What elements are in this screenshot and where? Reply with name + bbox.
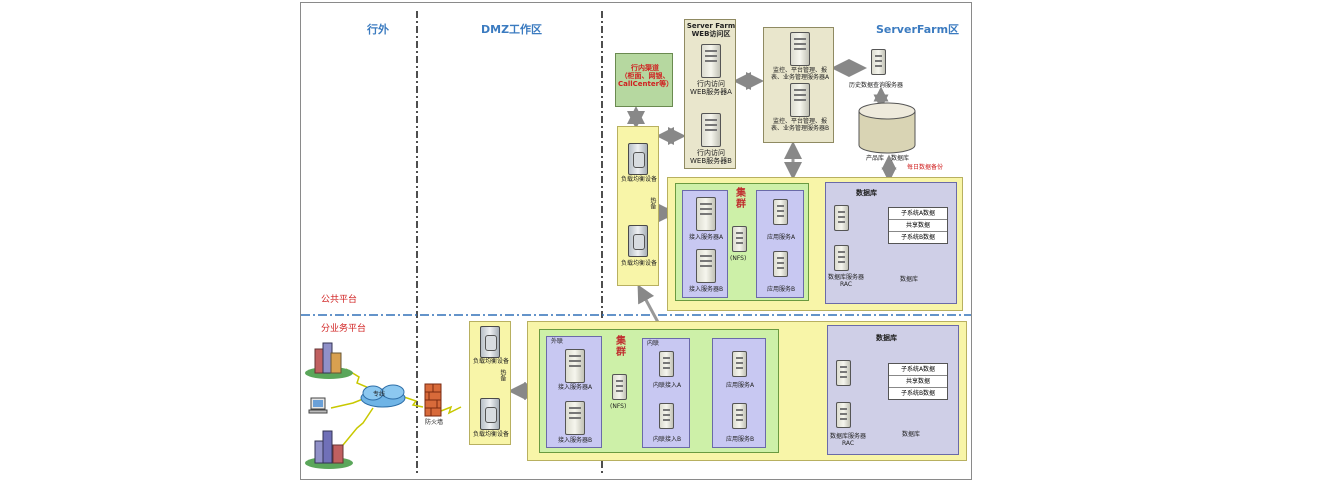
top-cluster: 集 群 接入服务器A 接入服务器B (NFS) 应用服务A 应用服务B bbox=[675, 183, 809, 301]
bottom-db-tables: 子系统A数据 共享数据 子系统B数据 bbox=[888, 363, 948, 400]
top-db-panel-title: 数据库 bbox=[856, 189, 877, 197]
web-server-a-icon bbox=[701, 44, 721, 78]
bottom-inner-b-label: 内联接入B bbox=[652, 436, 682, 443]
bottom-inner-b-icon bbox=[659, 403, 674, 429]
top-table-b: 子系统B数据 bbox=[900, 234, 936, 241]
mgmt-server-b-label: 监控、平台管理、报 表、业务管理服务器B bbox=[770, 118, 830, 132]
bottom-inner-a-label: 内联接入A bbox=[652, 382, 682, 389]
bottom-inner-a-icon bbox=[659, 351, 674, 377]
bottom-cluster: 集 群 外联 接入服务器A 接入服务器B (NFS) 内联 内联接入A 内联接入… bbox=[539, 329, 779, 453]
top-lb-1-icon bbox=[628, 143, 648, 175]
top-app-b-label: 应用服务B bbox=[766, 286, 796, 293]
zone-dmz-label: DMZ工作区 bbox=[481, 23, 543, 36]
top-access-b-icon bbox=[696, 249, 716, 283]
top-load-balancer-zone: 负载均衡设备 热备 负载均衡设备 bbox=[617, 126, 659, 286]
top-table-a: 子系统A数据 bbox=[889, 208, 947, 220]
top-app-b-icon bbox=[773, 251, 788, 277]
web-server-b-label: 行内访问 WEB服务器B bbox=[690, 149, 732, 166]
public-platform-label: 公共平台 bbox=[321, 295, 358, 305]
bottom-app-group: 应用服务A 应用服务B bbox=[712, 338, 766, 448]
mgmt-server-a-label: 监控、平台管理、报 表、业务管理服务器A bbox=[770, 67, 830, 81]
top-db-server-1-icon bbox=[834, 205, 849, 231]
mgmt-server-a-icon bbox=[790, 32, 810, 66]
product-db-label: 产品库 bbox=[866, 155, 885, 162]
management-zone: 监控、平台管理、报 表、业务管理服务器A 监控、平台管理、报 表、业务管理服务器… bbox=[763, 27, 834, 143]
internal-channel-box: 行内渠道 （柜面、网银、 CallCenter等） bbox=[615, 53, 673, 107]
top-hot-standby-label: 热备 bbox=[648, 197, 656, 209]
building-icon-bottom bbox=[305, 430, 353, 469]
top-lb-2-label: 负载均衡设备 bbox=[620, 260, 657, 267]
web-access-zone: Server Farm WEB访问区 行内访问 WEB服务器A 行内访问 WEB… bbox=[684, 19, 736, 169]
bottom-app-a-icon bbox=[732, 351, 747, 377]
top-lb-2-icon bbox=[628, 225, 648, 257]
bottom-access-a-label: 接入服务器A bbox=[557, 384, 593, 391]
bottom-cluster-label: 集 群 bbox=[616, 336, 626, 358]
history-server-icon bbox=[871, 49, 886, 75]
top-nfs-icon bbox=[732, 226, 747, 252]
bottom-db-caption: 数据库 bbox=[902, 431, 921, 438]
building-icon-top bbox=[305, 342, 353, 379]
top-app-a-label: 应用服务A bbox=[766, 234, 796, 241]
sub-platform-label: 分业务平台 bbox=[321, 324, 367, 334]
product-db-suffix: 数据库 bbox=[891, 155, 910, 162]
top-db-server-2-icon bbox=[834, 245, 849, 271]
bottom-db-rac-label: 数据库服务器 RAC bbox=[829, 433, 866, 447]
bottom-db-server-2-icon bbox=[836, 402, 851, 428]
top-access-group: 接入服务器A 接入服务器B bbox=[682, 190, 728, 298]
bottom-access-b-label: 接入服务器B bbox=[557, 437, 593, 444]
top-db-caption: 数据库 bbox=[900, 276, 919, 283]
bottom-lb-1-icon bbox=[480, 326, 500, 358]
top-app-group: 应用服务A 应用服务B bbox=[756, 190, 804, 298]
top-cluster-label: 集 群 bbox=[736, 188, 746, 210]
bottom-app-b-label: 应用服务B bbox=[725, 436, 755, 443]
top-lb-1-label: 负载均衡设备 bbox=[620, 176, 657, 183]
bottom-nfs-icon bbox=[612, 374, 627, 400]
bottom-nfs-label: (NFS) bbox=[610, 403, 627, 410]
bottom-access-group: 外联 接入服务器A 接入服务器B bbox=[546, 336, 602, 448]
bottom-load-balancer-zone: 负载均衡设备 热备 负载均衡设备 bbox=[469, 321, 511, 445]
zone-outside-label: 行外 bbox=[367, 23, 389, 36]
architecture-diagram: 行外 DMZ工作区 ServerFarm区 公共平台 分业务平台 行内渠道 （柜… bbox=[300, 2, 972, 480]
history-server-label: 历史数据查询服务器 bbox=[849, 82, 904, 89]
firewall-icon bbox=[424, 383, 442, 417]
bottom-db-panel-title: 数据库 bbox=[876, 334, 897, 342]
bottom-db-server-1-icon bbox=[836, 360, 851, 386]
bottom-inner-group: 内联 内联接入A 内联接入B bbox=[642, 338, 690, 448]
top-nfs-label: (NFS) bbox=[730, 255, 747, 262]
web-server-b-icon bbox=[701, 113, 721, 147]
web-server-a-label: 行内访问 WEB服务器A bbox=[690, 80, 732, 97]
top-access-b-label: 接入服务器B bbox=[688, 286, 724, 293]
top-db-tables: 子系统A数据 共享数据 子系统B数据 bbox=[888, 207, 948, 244]
mgmt-server-b-icon bbox=[790, 83, 810, 117]
zone-serverfarm-label: ServerFarm区 bbox=[876, 23, 960, 36]
outer-net-label: 外联 bbox=[551, 338, 564, 345]
bottom-access-b-icon bbox=[565, 401, 585, 435]
web-zone-title: Server Farm WEB访问区 bbox=[686, 22, 736, 39]
bottom-table-a: 子系统A数据 bbox=[889, 364, 947, 376]
top-access-a-icon bbox=[696, 197, 716, 231]
bottom-hot-standby-label: 热备 bbox=[498, 369, 506, 381]
product-db-cylinder bbox=[858, 102, 916, 154]
top-access-a-label: 接入服务器A bbox=[688, 234, 724, 241]
inner-net-label: 内联 bbox=[647, 340, 660, 347]
top-db-rac-label: 数据库服务器 RAC bbox=[827, 274, 864, 288]
bottom-table-b: 子系统B数据 bbox=[900, 390, 936, 397]
wan-label: 专线 bbox=[373, 391, 386, 398]
bottom-lb-1-label: 负载均衡设备 bbox=[472, 358, 509, 365]
internal-channel-label: 行内渠道 （柜面、网银、 CallCenter等） bbox=[618, 64, 674, 89]
bottom-table-shared: 共享数据 bbox=[889, 376, 947, 388]
bottom-app-b-icon bbox=[732, 403, 747, 429]
top-app-a-icon bbox=[773, 199, 788, 225]
top-table-shared: 共享数据 bbox=[889, 220, 947, 232]
bottom-lb-2-label: 负载均衡设备 bbox=[472, 431, 509, 438]
bottom-lb-2-icon bbox=[480, 398, 500, 430]
firewall-label: 防火墙 bbox=[425, 419, 444, 426]
bottom-access-a-icon bbox=[565, 349, 585, 383]
cloud-icon bbox=[360, 384, 406, 408]
bottom-app-a-label: 应用服务A bbox=[725, 382, 755, 389]
computer-icon bbox=[308, 397, 328, 414]
daily-backup-label: 每日数据备份 bbox=[907, 164, 944, 171]
